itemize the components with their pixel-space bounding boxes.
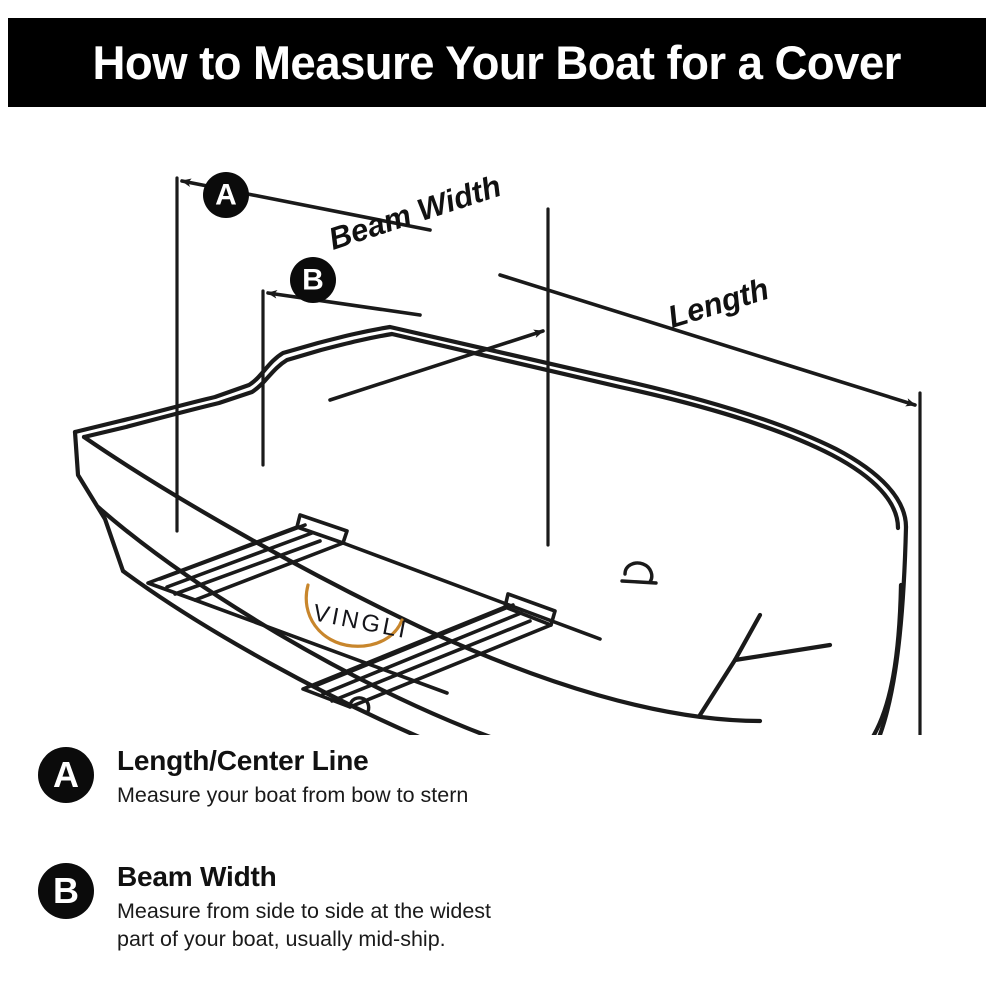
title-banner: How to Measure Your Boat for a Cover: [8, 18, 986, 107]
boat-diagram-svg: A B Beam Width Length VINGLI: [72, 168, 922, 735]
legend-badge-b: B: [38, 862, 94, 919]
marker-b-circle: [290, 257, 336, 303]
bench-seats: [146, 513, 602, 709]
hull-bottom-near: [120, 524, 909, 735]
arrow-beam-width-left: [266, 290, 422, 317]
legend-desc-a-line-1: Measure your boat from bow to stern: [117, 783, 469, 808]
diagram-markers: A B: [203, 172, 336, 303]
stern-chine-riser: [732, 612, 763, 663]
gunwale-top-left: [72, 324, 624, 435]
legend-title-a: Length/Center Line: [117, 745, 369, 776]
watermark-vingli: VINGLI: [304, 583, 411, 648]
bow-stem: [72, 429, 126, 574]
legend-desc-b: Measure from side to side at the widest …: [117, 897, 491, 954]
legend-title-b: Beam Width: [117, 860, 277, 892]
page-title: How to Measure Your Boat for a Cover: [92, 36, 902, 89]
arrow-length-to-stern: [498, 273, 917, 407]
bench-forward-slat-2: [165, 531, 314, 589]
legend-item-a: A Length/Center Line Measure your boat f…: [38, 745, 1000, 810]
thwart-mid-support: [341, 541, 602, 641]
boat-measurement-diagram: A B Beam Width Length VINGLI: [0, 115, 1000, 735]
gunwale-top-right: [618, 377, 909, 530]
bow-cleat-fitting: [348, 696, 371, 715]
bench-mid-slat-1: [313, 603, 515, 688]
legend-desc-b-line-2: part of your boat, usually mid-ship.: [117, 927, 446, 952]
gunwale-inner-line: [81, 331, 901, 531]
legend-text-a: Length/Center Line Measure your boat fro…: [117, 745, 468, 810]
inner-floor-line: [81, 434, 763, 724]
bench-mid-riser: [503, 592, 557, 627]
legend-desc-b-line-1: Measure from side to side at the widest: [117, 899, 492, 924]
stern-chine-break: [697, 642, 833, 718]
bench-forward-slat-1: [158, 523, 307, 581]
cleat-base: [620, 579, 658, 585]
marker-b: B: [290, 257, 336, 303]
boat-hull: [72, 324, 909, 735]
bench-mid-slat-2: [321, 611, 523, 696]
deck-fittings: [348, 561, 658, 715]
marker-b-label: B: [302, 264, 324, 297]
arrow-beam-width-right: [328, 329, 545, 402]
hull-keel-line: [95, 504, 904, 735]
marker-a: A: [203, 172, 249, 218]
marker-a-label: A: [215, 179, 237, 212]
bench-forward-slat-3: [173, 539, 322, 596]
bench-mid-slat-3: [330, 619, 532, 703]
thwart-forward-support: [193, 598, 449, 695]
beam-width-label: Beam Width: [324, 168, 505, 257]
marker-a-circle: [203, 172, 249, 218]
legend: A Length/Center Line Measure your boat f…: [0, 745, 1000, 954]
bench-forward-riser: [295, 513, 349, 545]
watermark-swoosh: [304, 583, 404, 648]
legend-text-b: Beam Width Measure from side to side at …: [117, 861, 491, 954]
cleat-fitting: [623, 561, 654, 584]
legend-desc-a: Measure your boat from bow to stern: [117, 781, 468, 809]
legend-item-b: B Beam Width Measure from side to side a…: [38, 861, 1000, 954]
legend-badge-a: A: [38, 747, 94, 803]
length-label: Length: [664, 271, 773, 335]
dimension-extension-lines: [175, 176, 922, 735]
